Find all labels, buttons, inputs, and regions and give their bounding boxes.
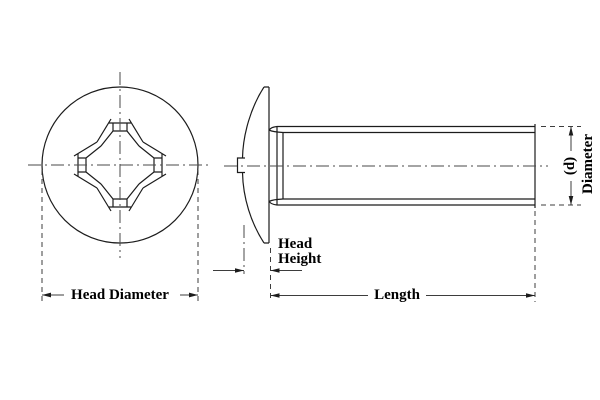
head-dome-curve (236, 86, 265, 244)
head-diameter-label: Head Diameter (71, 287, 169, 303)
head-height-label-line1: Head (278, 236, 313, 252)
head-diameter-arrow-right (189, 292, 198, 298)
side-view-centerline (224, 165, 548, 274)
length-label: Length (374, 287, 420, 303)
extension-lines (41, 126, 581, 302)
diameter-arrow-bottom (568, 196, 574, 205)
dimension-lines (41, 126, 581, 302)
diameter-symbol-label: (d) (562, 156, 578, 176)
head-height-arrow-left (235, 268, 244, 273)
head-diameter-arrow-left (42, 292, 51, 298)
length-arrow-left (270, 293, 280, 298)
diameter-word-label: Diameter (580, 134, 596, 194)
length-arrow-right (526, 293, 535, 298)
side-view (236, 86, 536, 244)
diameter-arrow-top (568, 126, 574, 136)
head-height-arrow-right (270, 268, 280, 273)
shank-lines (268, 125, 535, 206)
front-view-centerlines (28, 72, 212, 258)
head-height-label-line2: Height (278, 251, 322, 267)
dimension-arrowheads (42, 126, 574, 298)
head-back-face (264, 86, 270, 244)
